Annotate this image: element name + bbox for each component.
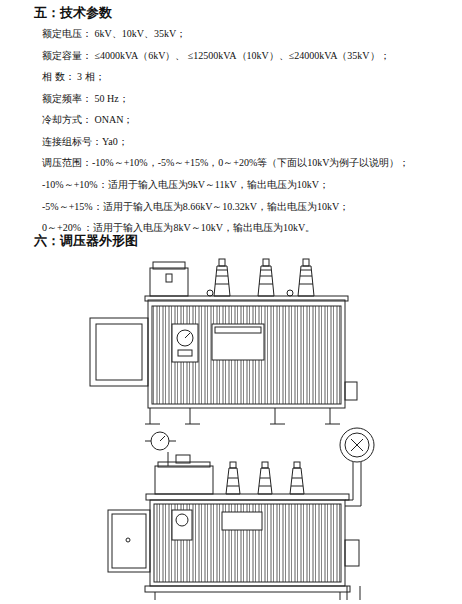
parameter-line: 连接组标号：Ya0；: [42, 136, 128, 148]
bushings: [214, 259, 314, 296]
parameter-line: 0～+20% ：适用于输入电压为8kV～10kV，输出电压为10kV。: [42, 222, 315, 234]
section-heading: 五：技术参数: [34, 5, 112, 20]
bushings: [226, 462, 304, 494]
parameter-line: -10%～+10%：适用于输入电压为9kV～11kV，输出电压为10kV；: [42, 179, 329, 191]
side-view: [108, 428, 374, 600]
parameter-line: 额定电压： 6kV、10kV、35kV；: [42, 28, 186, 40]
parameter-line: -5%～+15%：适用于输入电压为8.66kV～10.32kV，输出电压为10k…: [42, 201, 349, 213]
parameter-line: 额定容量： ≤4000kVA（6kV）、 ≤12500kVA（10kV）、≤24…: [42, 50, 390, 62]
parameter-line: 冷却方式： ONAN；: [42, 114, 133, 126]
front-view: [90, 259, 357, 424]
section-heading: 六：调压器外形图: [34, 233, 138, 248]
parameter-line: 额定频率： 50 Hz；: [42, 93, 129, 105]
parameter-line: 相 数： 3 相；: [42, 71, 105, 83]
parameter-line: 调压范围：-10%～+10%，-5%～+15%，0～+20%等（下面以10kV为…: [42, 157, 409, 169]
